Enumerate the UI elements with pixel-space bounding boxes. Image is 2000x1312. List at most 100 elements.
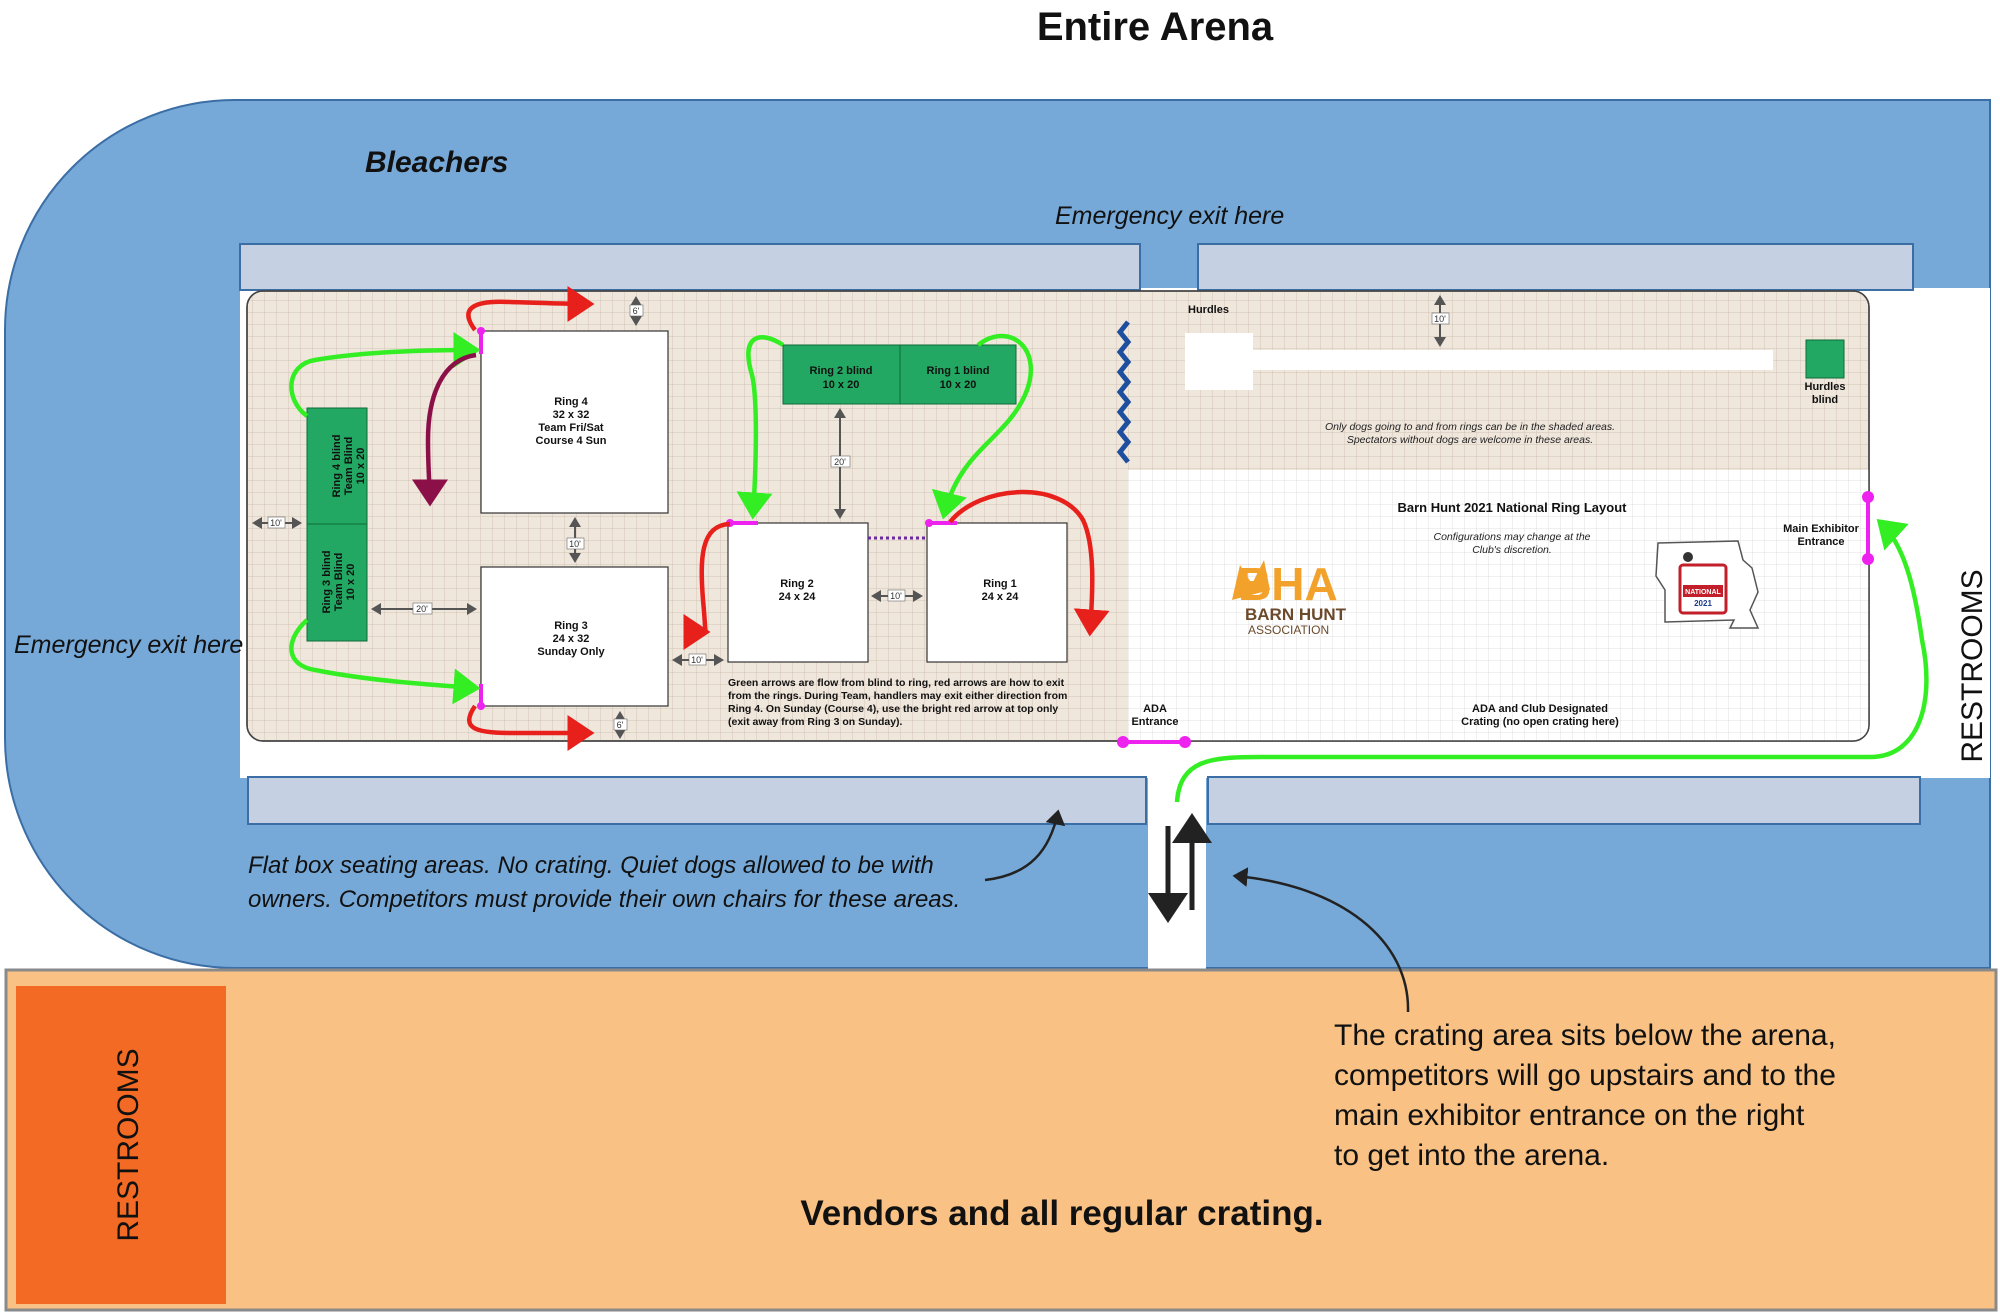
- ring4-blind-line2: Team Blind: [343, 437, 355, 495]
- arrow-note-line4: (exit away from Ring 3 on Sunday).: [728, 716, 903, 728]
- ring1-blind-line1: Ring 1 blind: [927, 365, 990, 377]
- flow-arrow-ring4: [289, 332, 481, 418]
- exit-arrow-ring3-bottom: [467, 704, 595, 751]
- hurdles-label: Hurdles: [1188, 304, 1229, 316]
- bleachers-label: Bleachers: [365, 146, 508, 179]
- dim-10-left: 10': [270, 518, 282, 528]
- ada-crating-line2: Crating (no open crating here): [1461, 716, 1619, 728]
- ring3-line3: Sunday Only: [537, 646, 605, 658]
- divider-fence: [1116, 320, 1132, 464]
- dim-20-blind-r3-box: [412, 602, 433, 615]
- hurdles-blind: [1805, 339, 1845, 379]
- dim-6-top-box: [629, 304, 644, 317]
- ada-entrance-dot-left[interactable]: [1117, 736, 1129, 748]
- right-walkway: [1900, 288, 1990, 778]
- arrow-note-line1: Green arrows are flow from blind to ring…: [728, 677, 1065, 689]
- ring2-blind: [782, 344, 901, 405]
- main-entrance-dot-top[interactable]: [1862, 491, 1874, 503]
- restroom-block: [16, 986, 226, 1304]
- flat-box-note-line2: owners. Competitors must provide their o…: [248, 886, 960, 913]
- ada-entrance-dot-right[interactable]: [1179, 736, 1191, 748]
- bha-logo-text: BHA: [1238, 558, 1338, 610]
- ring4-line4: Course 4 Sun: [536, 435, 607, 447]
- badge-year: 2021: [1694, 599, 1712, 608]
- hurdles-lane: [1185, 333, 1773, 390]
- layout-note-line2: Club's discretion.: [1472, 544, 1552, 556]
- alt-exit-arrow-ring4: [411, 352, 477, 507]
- dim-6-bottom-box: [613, 718, 628, 731]
- dim-10-r2r1-box: [887, 589, 906, 602]
- vendors-label: Vendors and all regular crating.: [800, 1194, 1323, 1233]
- ada-entrance-line2: Entrance: [1131, 716, 1178, 728]
- dim-10-r3r2: 10': [691, 655, 703, 665]
- crating-note-line1: The crating area sits below the arena,: [1334, 1019, 1836, 1052]
- restrooms-bottom-label: RESTROOMS: [112, 1048, 145, 1241]
- exit-arrow-ring4-top: [466, 285, 595, 332]
- top-seating-left: [239, 243, 1141, 291]
- emergency-exit-top: Emergency exit here: [1055, 202, 1284, 230]
- shaded-note-line2: Spectators without dogs are welcome in t…: [1347, 434, 1593, 446]
- ada-crating-line1: ADA and Club Designated: [1472, 703, 1608, 715]
- flat-box-pointer: [984, 809, 1066, 882]
- dim-10-r3r2-box: [688, 653, 707, 666]
- ring2-blind-line1: Ring 2 blind: [810, 365, 873, 377]
- bottom-seating-left: [247, 776, 1147, 825]
- arrow-note-line3: Ring 4. On Sunday (Course 4), use the br…: [728, 703, 1058, 715]
- hurdles-blind-line2: blind: [1812, 394, 1838, 406]
- ring2: [727, 522, 869, 663]
- ring3-entry-dot: [477, 702, 485, 710]
- badge-text: NATIONAL: [1685, 589, 1721, 596]
- ring3-name: Ring 3: [554, 620, 588, 632]
- flow-arrow-ring3: [289, 618, 481, 705]
- flow-arrow-ring2: [736, 335, 785, 520]
- ring4-blind-line3: 10 x 20: [355, 448, 367, 485]
- crating-note-line2: competitors will go upstairs and to the: [1334, 1059, 1836, 1092]
- ring4-name: Ring 4: [554, 396, 588, 408]
- flat-box-note-line1: Flat box seating areas. No crating. Quie…: [248, 852, 934, 879]
- main-entrance-line1: Main Exhibitor: [1783, 523, 1860, 535]
- ring4-entry-dot: [477, 327, 485, 335]
- ring1-blind-line2: 10 x 20: [940, 379, 977, 391]
- dim-10-hurdles: 10': [1434, 314, 1446, 324]
- main-entrance-dot-bottom[interactable]: [1862, 553, 1874, 565]
- dim-10-r4r3-box: [566, 537, 585, 550]
- exhibitor-route-arrow: [1174, 518, 1929, 803]
- ring4-blind-line1: Ring 4 blind: [331, 435, 343, 498]
- ring1-blind: [899, 344, 1017, 405]
- dim-10-hurdles-box: [1431, 312, 1450, 325]
- ring2-name: Ring 2: [780, 578, 814, 590]
- ring3-blind: [306, 523, 368, 642]
- flow-arrow-ring1: [931, 333, 1033, 520]
- ring1-entry-dot: [925, 519, 933, 527]
- ada-area-grid: [1128, 470, 1869, 741]
- shaded-note-line1: Only dogs going to and from rings can be…: [1325, 421, 1615, 433]
- dim-10-r2r1: 10': [890, 591, 902, 601]
- layout-title: Barn Hunt 2021 National Ring Layout: [1398, 500, 1628, 515]
- ring1-size: 24 x 24: [982, 591, 1020, 603]
- layout-note-line1: Configurations may change at the: [1433, 531, 1590, 543]
- restrooms-right-label: RESTROOMS: [1956, 569, 1989, 762]
- crating-note-line3: main exhibitor entrance on the right: [1334, 1099, 1805, 1132]
- badge-rat-icon: [1683, 552, 1693, 562]
- ring4-line3: Team Fri/Sat: [538, 422, 604, 434]
- map-title: Entire Arena: [1037, 5, 1274, 49]
- crating-pointer: [1232, 867, 1410, 1013]
- bottom-seating-right: [1207, 776, 1921, 825]
- ring3-blind-line2: Team Blind: [333, 553, 345, 611]
- ring2-size: 24 x 24: [779, 591, 817, 603]
- bha-logo-association: ASSOCIATION: [1248, 623, 1329, 637]
- ring3-size: 24 x 32: [553, 633, 590, 645]
- ring3-blind-line1: Ring 3 blind: [321, 551, 333, 614]
- dim-20-blind-r2-box: [830, 455, 851, 468]
- exit-arrow-ring2: [683, 521, 731, 650]
- ring3-blind-line3: 10 x 20: [345, 564, 357, 601]
- ring4-size: 32 x 32: [553, 409, 590, 421]
- stair-gap: [1148, 776, 1206, 970]
- dim-6-top: 6': [633, 306, 640, 316]
- dim-6-bottom: 6': [617, 720, 624, 730]
- exit-arrow-ring1: [948, 489, 1110, 637]
- ring3: [480, 566, 669, 707]
- bha-logo-barn-hunt: BARN HUNT: [1245, 605, 1347, 624]
